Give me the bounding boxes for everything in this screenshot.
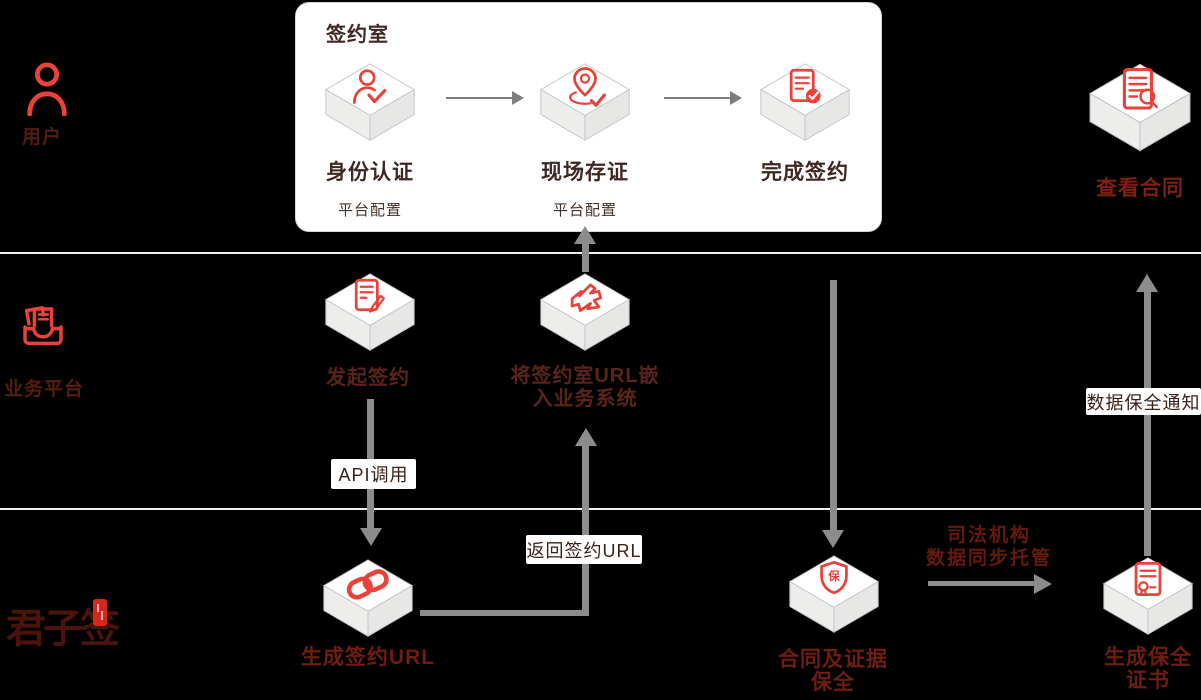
shield-char: 保: [827, 569, 840, 583]
embed-arrow-icon: [570, 283, 603, 313]
user-check-icon: [352, 69, 387, 104]
return-url-chip: 返回签约URL: [526, 535, 642, 564]
generate-url-cube: [322, 558, 414, 639]
initiate-signing-label: 发起签约: [326, 367, 410, 389]
document-pen-icon: [354, 278, 385, 313]
location-check-icon: [568, 67, 606, 107]
complete-signing-cube: [759, 62, 851, 143]
signing-room-title: 签约室: [326, 24, 389, 46]
chain-link-icon: [346, 569, 389, 600]
lane-separator-2: [0, 508, 1201, 510]
identity-auth-cube: [324, 62, 416, 143]
view-contract-label: 查看合同: [1096, 177, 1184, 200]
preserve-evidence-label: 合同及证据 保全: [758, 648, 908, 694]
initiate-signing-cube: [324, 272, 416, 353]
api-call-chip: API调用: [331, 459, 416, 489]
generate-certificate-label: 生成保全 证书: [1073, 646, 1201, 692]
shield-icon: 保: [820, 560, 848, 595]
generate-certificate-label-line2: 证书: [1126, 669, 1170, 692]
preserve-evidence-label-line2: 保全: [811, 671, 855, 694]
view-contract-cube: [1088, 62, 1192, 154]
document-search-icon: [1122, 67, 1158, 110]
brand-seal-icon: [93, 599, 107, 626]
inbox-documents-icon: [18, 298, 68, 356]
step-sub-evidence: 平台配置: [552, 202, 617, 219]
generate-certificate-label-line1: 生成保全: [1104, 646, 1192, 669]
preserve-evidence-label-line1: 合同及证据: [778, 648, 888, 671]
generate-url-label: 生成签约URL: [300, 646, 436, 669]
judicial-caption-line1: 司法机构: [946, 525, 1031, 546]
judicial-caption-line2: 数据同步托管: [925, 548, 1052, 569]
data-preservation-notice-chip: 数据保全通知: [1086, 388, 1201, 415]
embed-url-label: 将签约室URL嵌 入业务系统: [505, 365, 665, 411]
embed-url-label-line1: 将签约室URL嵌: [510, 365, 660, 387]
onsite-evidence-cube: [539, 62, 631, 143]
step-sub-identity: 平台配置: [337, 202, 402, 219]
step-label-identity: 身份认证: [326, 161, 414, 184]
embed-url-label-line2: 入业务系统: [532, 388, 638, 410]
document-check-icon: [789, 68, 821, 104]
user-icon: [26, 62, 68, 116]
judicial-caption: 司法机构 数据同步托管: [879, 524, 1099, 570]
preserve-evidence-cube: 保: [788, 554, 880, 635]
generate-certificate-cube: [1102, 556, 1194, 637]
certificate-icon: [1134, 562, 1162, 597]
lane-separator-1: [0, 252, 1201, 254]
embed-url-cube: [539, 272, 631, 353]
step-label-evidence: 现场存证: [541, 161, 629, 184]
lane-label-business-platform: 业务平台: [4, 379, 85, 400]
step-label-complete: 完成签约: [761, 161, 849, 184]
lane-label-user: 用户: [22, 127, 63, 148]
